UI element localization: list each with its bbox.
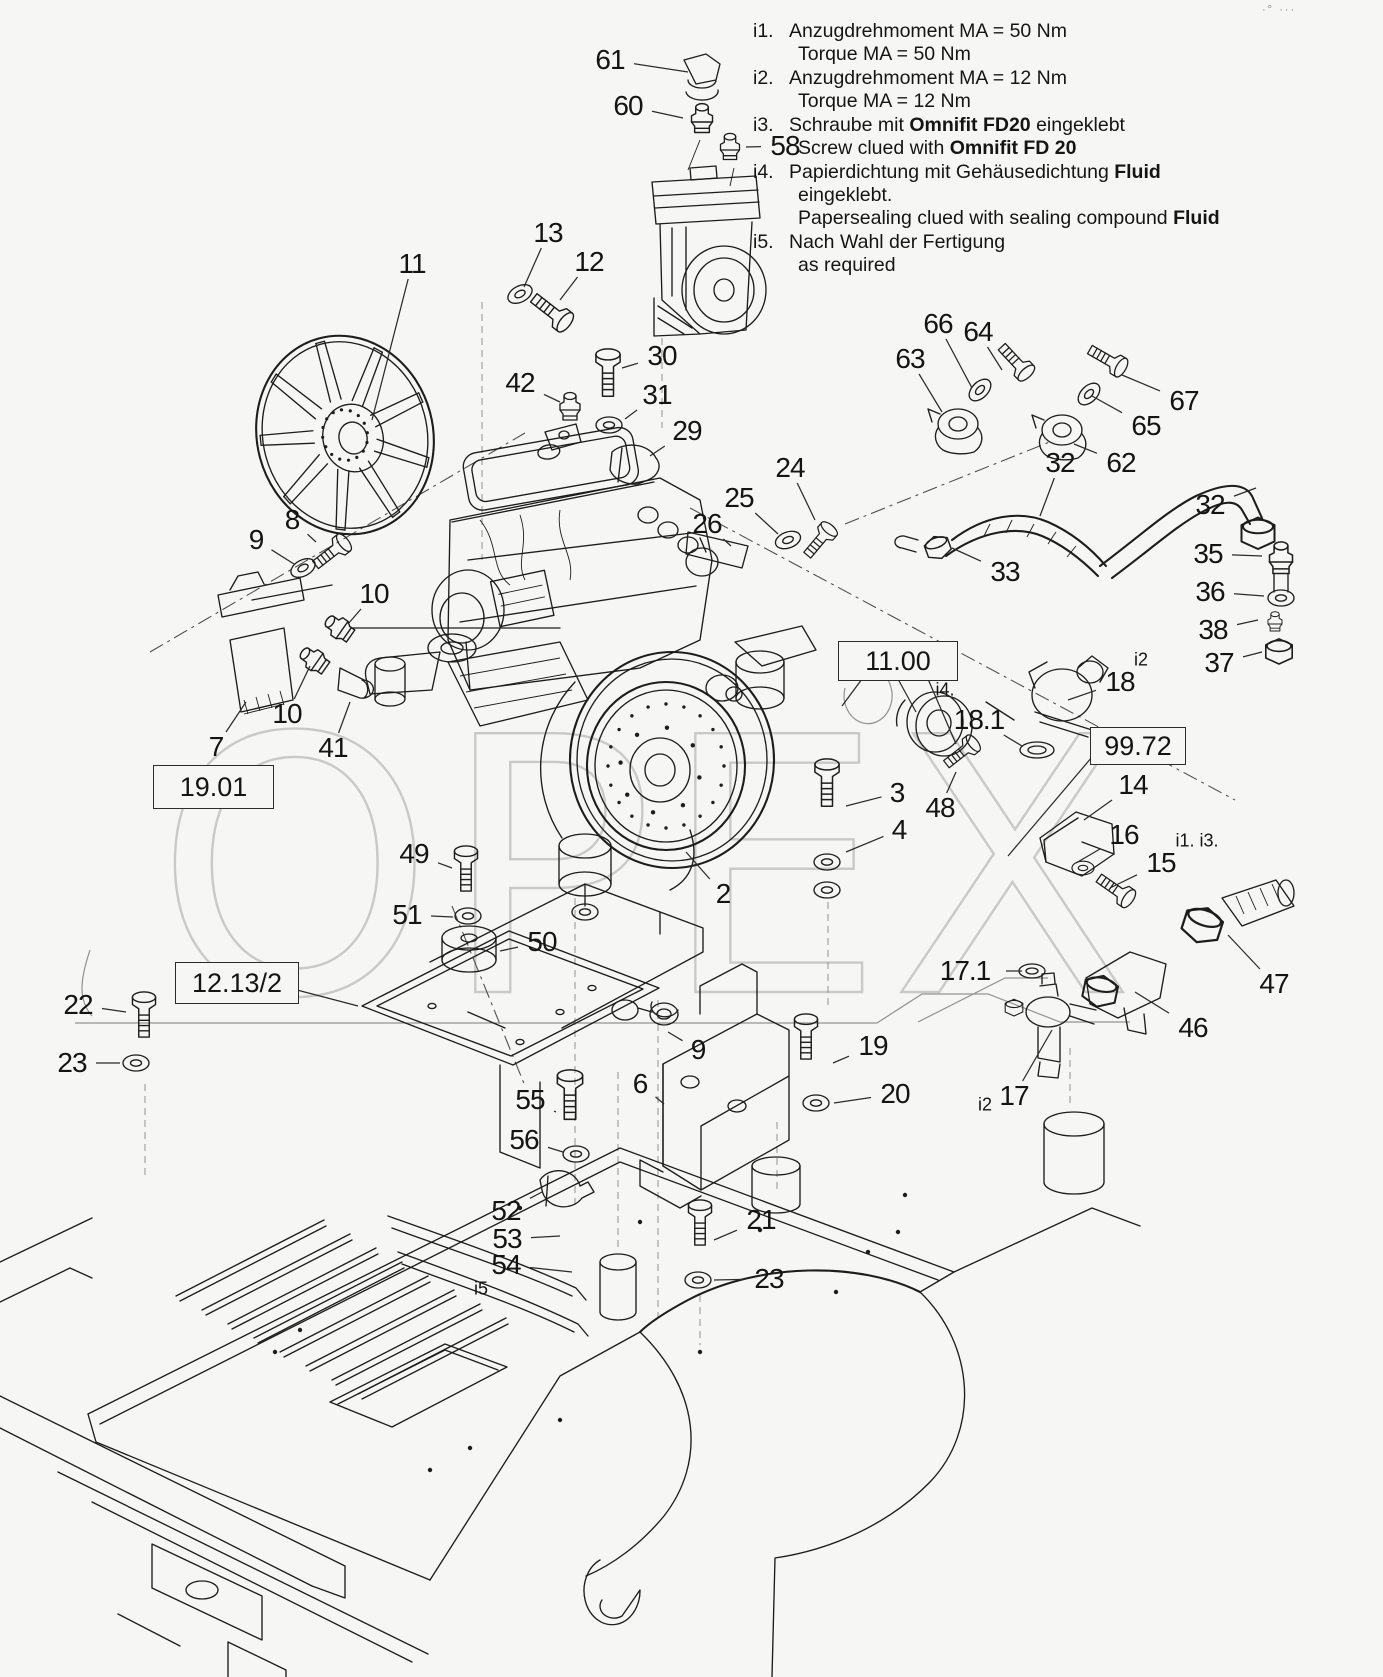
callout-48: 48 [925,792,955,823]
callout-15: 15 [1146,847,1176,878]
callout-25: 25 [724,482,754,513]
callout-42: 42 [505,367,535,398]
hardware-top [504,280,841,569]
callout-9: 9 [690,1034,707,1065]
mount-hardware [122,845,830,1112]
callout-60: 60 [613,90,643,121]
callout-38: 38 [1198,614,1228,645]
callout-7: 7 [208,731,225,762]
callout-11: 11 [398,248,426,279]
fan-illustration [255,334,435,536]
callout-9: 9 [248,524,265,555]
note-i4: i4.Papierdichtung mit Gehäusedichtung Fl… [753,161,1220,229]
engine-illustration [351,423,817,921]
callout-64: 64 [963,316,993,347]
callout-6: 6 [632,1068,649,1099]
callout-23: 23 [57,1047,87,1078]
callout-19: 19 [858,1030,888,1061]
callout-63: 63 [895,343,925,374]
callout-i5: i5 [473,1278,489,1299]
callout-51: 51 [392,899,422,930]
callout-13: 13 [533,217,563,248]
air-compressor-illustration [651,53,767,337]
valve-and-fittings [1004,879,1295,1079]
callout-41: 41 [318,732,348,763]
bracket-and-fittings-left [217,530,375,715]
callout-i2: i2 [1133,649,1149,670]
callout-21: 21 [746,1204,776,1235]
callout-47: 47 [1259,968,1289,999]
callout-10: 10 [359,578,389,609]
callout-12: 12 [574,246,604,277]
coupling-and-thermostat [813,655,1139,911]
callout-46: 46 [1178,1012,1208,1043]
callout-67: 67 [1169,385,1199,416]
callout-52: 52 [491,1195,521,1226]
callout-24: 24 [775,452,805,483]
callout-4: 4 [891,814,908,845]
mounting-plates [361,883,704,1169]
ref-box-99-72[interactable]: 99.72 [1090,727,1186,765]
callout-22: 22 [63,989,93,1020]
callout-36: 36 [1195,576,1225,607]
pipes-and-clamps-right [894,338,1295,665]
callout-62: 62 [1106,447,1136,478]
callout-65: 65 [1131,410,1161,441]
callout-17: 17 [999,1080,1029,1111]
callout-16: 16 [1109,819,1139,850]
callout-33: 33 [990,556,1020,587]
ref-box-11-00[interactable]: 11.00 [838,641,958,681]
bracket-6 [639,963,790,1209]
callout-30: 30 [647,340,677,371]
corner-print-marks: ·° ··· [1262,4,1297,16]
ref-box-19-01[interactable]: 19.01 [153,765,274,809]
callout-23: 23 [754,1263,784,1294]
chassis-frame [0,1111,1141,1677]
callout-32: 32 [1045,447,1075,478]
callout-29: 29 [672,415,702,446]
callout-17.1: 17.1 [939,955,991,986]
callout-i1.-i3.: i1. i3. [1175,830,1219,851]
callout-10: 10 [272,698,302,729]
callout-31: 31 [642,379,672,410]
callout-3: 3 [889,777,906,808]
callout-53: 53 [492,1223,522,1254]
callout-56: 56 [509,1124,539,1155]
callout-i4.: i4. [935,679,955,700]
callout-14: 14 [1118,769,1148,800]
frame-hardware [387,1069,713,1337]
callout-35: 35 [1193,538,1223,569]
callout-54: 54 [491,1249,521,1280]
callout-49: 49 [399,838,429,869]
callout-37: 37 [1204,647,1234,678]
callout-2: 2 [715,878,732,909]
callout-i2: i2 [977,1094,993,1115]
callout-50: 50 [527,926,557,957]
callout-8: 8 [284,504,301,535]
callout-32: 32 [1195,489,1225,520]
callout-55: 55 [515,1084,545,1115]
callout-61: 61 [595,44,625,75]
leader-lines [96,63,1265,1281]
callout-18.1: 18.1 [953,704,1005,735]
callout-20: 20 [880,1078,910,1109]
callout-18: 18 [1105,666,1135,697]
callout-26: 26 [692,508,722,539]
callout-58: 58 [770,130,800,161]
callout-66: 66 [923,308,953,339]
ref-box-12-13-2[interactable]: 12.13/2 [175,962,299,1004]
